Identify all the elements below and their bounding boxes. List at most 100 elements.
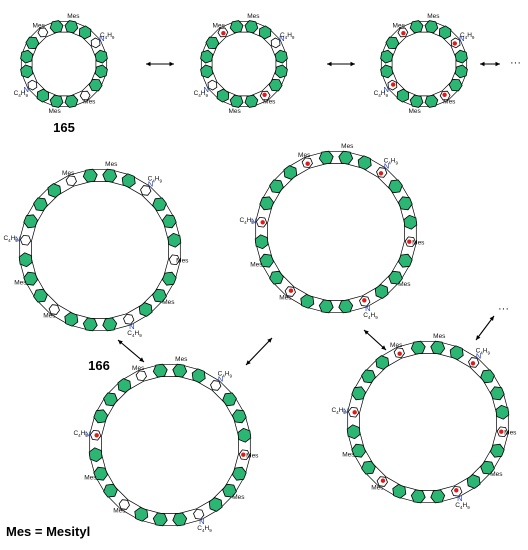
benzene-ring bbox=[274, 49, 288, 64]
five-ring bbox=[207, 79, 218, 91]
benzene-ring bbox=[88, 78, 103, 92]
benzene-ring bbox=[23, 214, 39, 229]
benzene-ring bbox=[466, 474, 481, 489]
butyl-sub: 9 bbox=[488, 350, 491, 355]
butyl-c: C bbox=[194, 89, 199, 96]
butyl-h: H bbox=[135, 330, 140, 337]
outer-contour bbox=[347, 341, 509, 503]
benzene-ring bbox=[78, 25, 92, 40]
arrow-head bbox=[364, 330, 369, 335]
benzene-ring bbox=[191, 368, 206, 384]
resonance-arrow-165-c bbox=[480, 61, 500, 67]
benzene-ring bbox=[216, 88, 230, 103]
arrow-shaft bbox=[475, 315, 495, 341]
outer-contour bbox=[20, 20, 108, 108]
five-ring bbox=[210, 380, 222, 391]
butyl-c: C bbox=[384, 157, 389, 164]
inner-contour bbox=[31, 181, 169, 319]
butyl-sub: 4 bbox=[368, 315, 371, 320]
five-ring bbox=[123, 313, 135, 325]
labels-layer: 165 166 Mes = Mesityl ··· ··· bbox=[6, 57, 521, 539]
arrows-layer bbox=[117, 61, 500, 366]
arrow-head bbox=[139, 357, 144, 362]
nitrogen-atom: N bbox=[129, 322, 134, 331]
arrow-head bbox=[381, 345, 386, 350]
resonance-arrow-166-b bbox=[245, 337, 273, 366]
benzene-ring bbox=[93, 466, 109, 481]
mesityl-label: Mes bbox=[279, 294, 292, 301]
outer-contour bbox=[200, 20, 288, 108]
butyl-h: H bbox=[107, 32, 112, 39]
benzene-ring bbox=[18, 252, 33, 268]
benzene-ring bbox=[258, 25, 272, 40]
benzene-ring bbox=[259, 196, 275, 211]
benzene-ring bbox=[300, 293, 315, 309]
five-ring bbox=[193, 508, 205, 520]
radical-dot bbox=[380, 478, 386, 483]
nitrogen-atom: N bbox=[148, 180, 153, 189]
benzene-ring bbox=[222, 483, 237, 498]
butyl-label: C4H9 bbox=[73, 430, 88, 438]
butyl-label: C4H9 bbox=[476, 347, 491, 355]
benzene-ring bbox=[23, 271, 39, 286]
inner-contour bbox=[391, 31, 457, 97]
resonance-arrow-165-b bbox=[327, 61, 355, 67]
benzene-ring bbox=[361, 369, 376, 384]
nitrogen-atom: N bbox=[99, 34, 104, 43]
benzene-ring bbox=[346, 424, 361, 440]
mesityl-label: Mes bbox=[213, 23, 226, 30]
benzene-ring bbox=[430, 489, 446, 504]
benzene-ring bbox=[397, 196, 413, 211]
butyl-label: C4H9 bbox=[14, 89, 29, 97]
five-ring bbox=[168, 254, 181, 266]
arrow-head bbox=[327, 61, 332, 67]
nitrogen-atom: N bbox=[383, 85, 388, 94]
resonance-arrow-165-a bbox=[146, 61, 174, 67]
butyl-sub: 4 bbox=[132, 333, 135, 338]
radical-dot bbox=[470, 361, 476, 366]
butyl-sub: 9 bbox=[206, 92, 209, 97]
nitrogen-atom: N bbox=[459, 34, 464, 43]
arrow-head bbox=[350, 61, 355, 67]
benzene-ring bbox=[237, 427, 252, 443]
outer-contour bbox=[19, 169, 181, 331]
benzene-ring bbox=[88, 447, 103, 463]
resonance-arrow-166-a bbox=[117, 339, 145, 363]
mesityl-label: Mes bbox=[48, 108, 61, 115]
butyl-label: C4H9 bbox=[363, 312, 378, 320]
benzene-ring bbox=[102, 168, 118, 183]
benzene-ring bbox=[200, 64, 214, 79]
butyl-label: C4H9 bbox=[455, 502, 470, 510]
butyl-sub: 4 bbox=[336, 410, 339, 415]
inner-contour bbox=[267, 163, 405, 301]
butyl-h: H bbox=[247, 217, 252, 224]
butyl-label: C4H9 bbox=[331, 407, 346, 415]
mesityl-label: Mes bbox=[412, 239, 425, 246]
benzene-ring bbox=[388, 270, 403, 285]
benzene-ring bbox=[489, 386, 505, 401]
benzene-ring bbox=[489, 443, 505, 458]
arrow-shaft bbox=[117, 339, 145, 363]
butyl-sub: 4 bbox=[378, 92, 381, 97]
benzene-ring bbox=[495, 404, 510, 420]
benzene-ring bbox=[20, 64, 34, 79]
outer-contour bbox=[255, 151, 417, 313]
benzene-ring bbox=[375, 355, 390, 370]
radical-dot bbox=[94, 433, 99, 438]
mesityl-label: Mes bbox=[83, 98, 96, 105]
radical-dot bbox=[407, 239, 412, 244]
benzene-ring bbox=[33, 197, 48, 212]
butyl-sub: 4 bbox=[465, 35, 468, 40]
butyl-h: H bbox=[11, 235, 16, 242]
radical-dot bbox=[452, 41, 457, 46]
benzene-ring bbox=[172, 363, 188, 378]
butyl-c: C bbox=[455, 502, 460, 509]
butyl-c: C bbox=[460, 32, 465, 39]
butyl-sub: 9 bbox=[251, 220, 254, 225]
benzene-ring bbox=[338, 299, 354, 314]
benzene-ring bbox=[102, 317, 118, 332]
benzene-ring bbox=[454, 64, 468, 79]
